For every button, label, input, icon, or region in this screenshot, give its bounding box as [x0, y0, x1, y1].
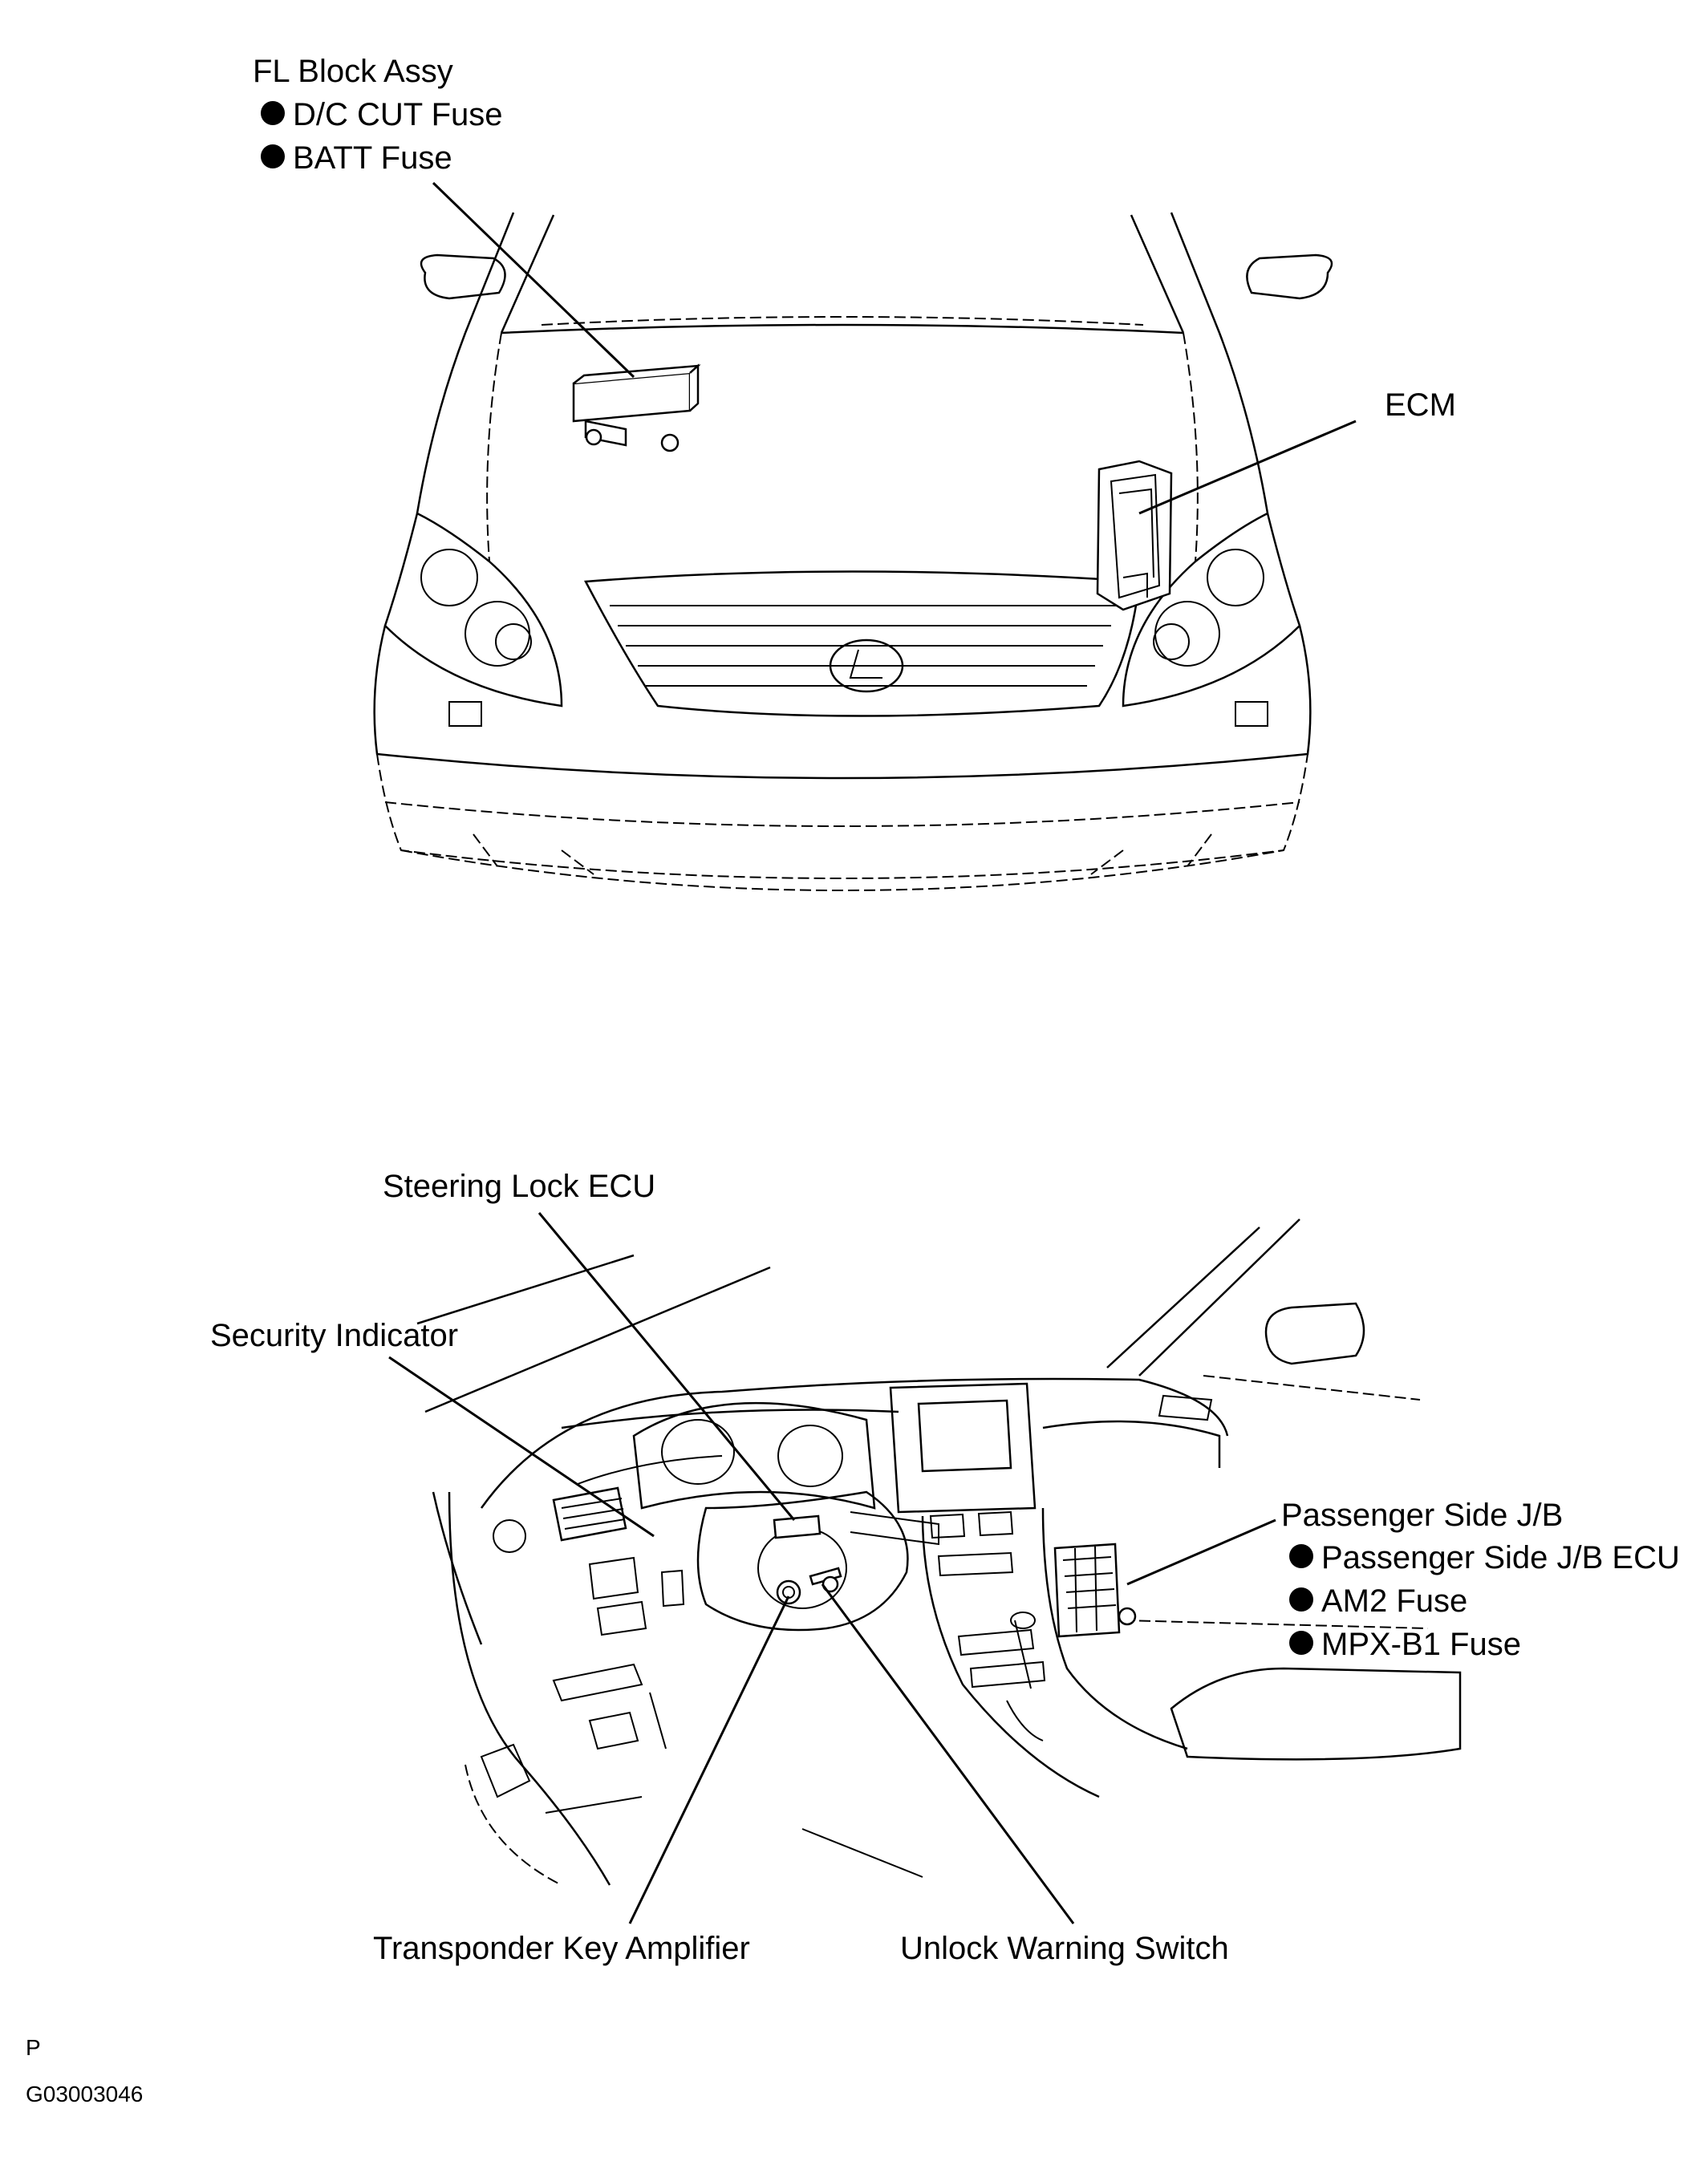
passenger-side-jb-title: Passenger Side J/B — [1281, 1498, 1563, 1533]
filled-circle-bullet-icon — [1289, 1544, 1313, 1568]
steering-lock-ecu-leader-line — [538, 1212, 796, 1521]
steering-lock-ecu-label: Steering Lock ECU — [383, 1169, 655, 1204]
footer-letter: P — [26, 2035, 41, 2060]
vehicle-front-illustration — [373, 212, 1333, 891]
dc-cut-fuse-label: D/C CUT Fuse — [293, 97, 503, 132]
passenger-side-jb-component — [1053, 1543, 1137, 1638]
ecm-label: ECM — [1385, 387, 1456, 423]
fl-block-assy-title: FL Block Assy — [253, 54, 453, 89]
security-indicator-label: Security Indicator — [210, 1318, 458, 1353]
passenger-side-jb-leader-line — [1126, 1518, 1276, 1586]
filled-circle-bullet-icon — [1289, 1587, 1313, 1612]
filled-circle-bullet-icon — [261, 144, 285, 168]
ecm-leader-line — [1138, 420, 1357, 515]
unlock-warning-switch-component — [809, 1567, 842, 1593]
am2-fuse-label: AM2 Fuse — [1321, 1583, 1467, 1619]
passenger-side-jb-ecu-label: Passenger Side J/B ECU — [1321, 1540, 1680, 1575]
transponder-key-amplifier-component — [776, 1579, 801, 1605]
transponder-key-amplifier-label: Transponder Key Amplifier — [373, 1931, 750, 1966]
steering-lock-ecu-component — [773, 1514, 822, 1539]
filled-circle-bullet-icon — [261, 101, 285, 125]
fl-block-leader-line — [432, 181, 635, 379]
security-indicator-leader-line — [388, 1356, 655, 1538]
filled-circle-bullet-icon — [1289, 1631, 1313, 1655]
fl-block-assy-component — [572, 363, 701, 452]
batt-fuse-label: BATT Fuse — [293, 140, 452, 176]
mpx-b1-fuse-label: MPX-B1 Fuse — [1321, 1627, 1521, 1662]
ecm-component — [1096, 460, 1173, 611]
vehicle-interior-illustration — [416, 1218, 1462, 1886]
unlock-warning-switch-leader-line — [821, 1583, 1075, 1924]
figure-code: G03003046 — [26, 2082, 143, 2106]
unlock-warning-switch-label: Unlock Warning Switch — [900, 1931, 1229, 1966]
transponder-key-amplifier-leader-line — [628, 1595, 790, 1924]
